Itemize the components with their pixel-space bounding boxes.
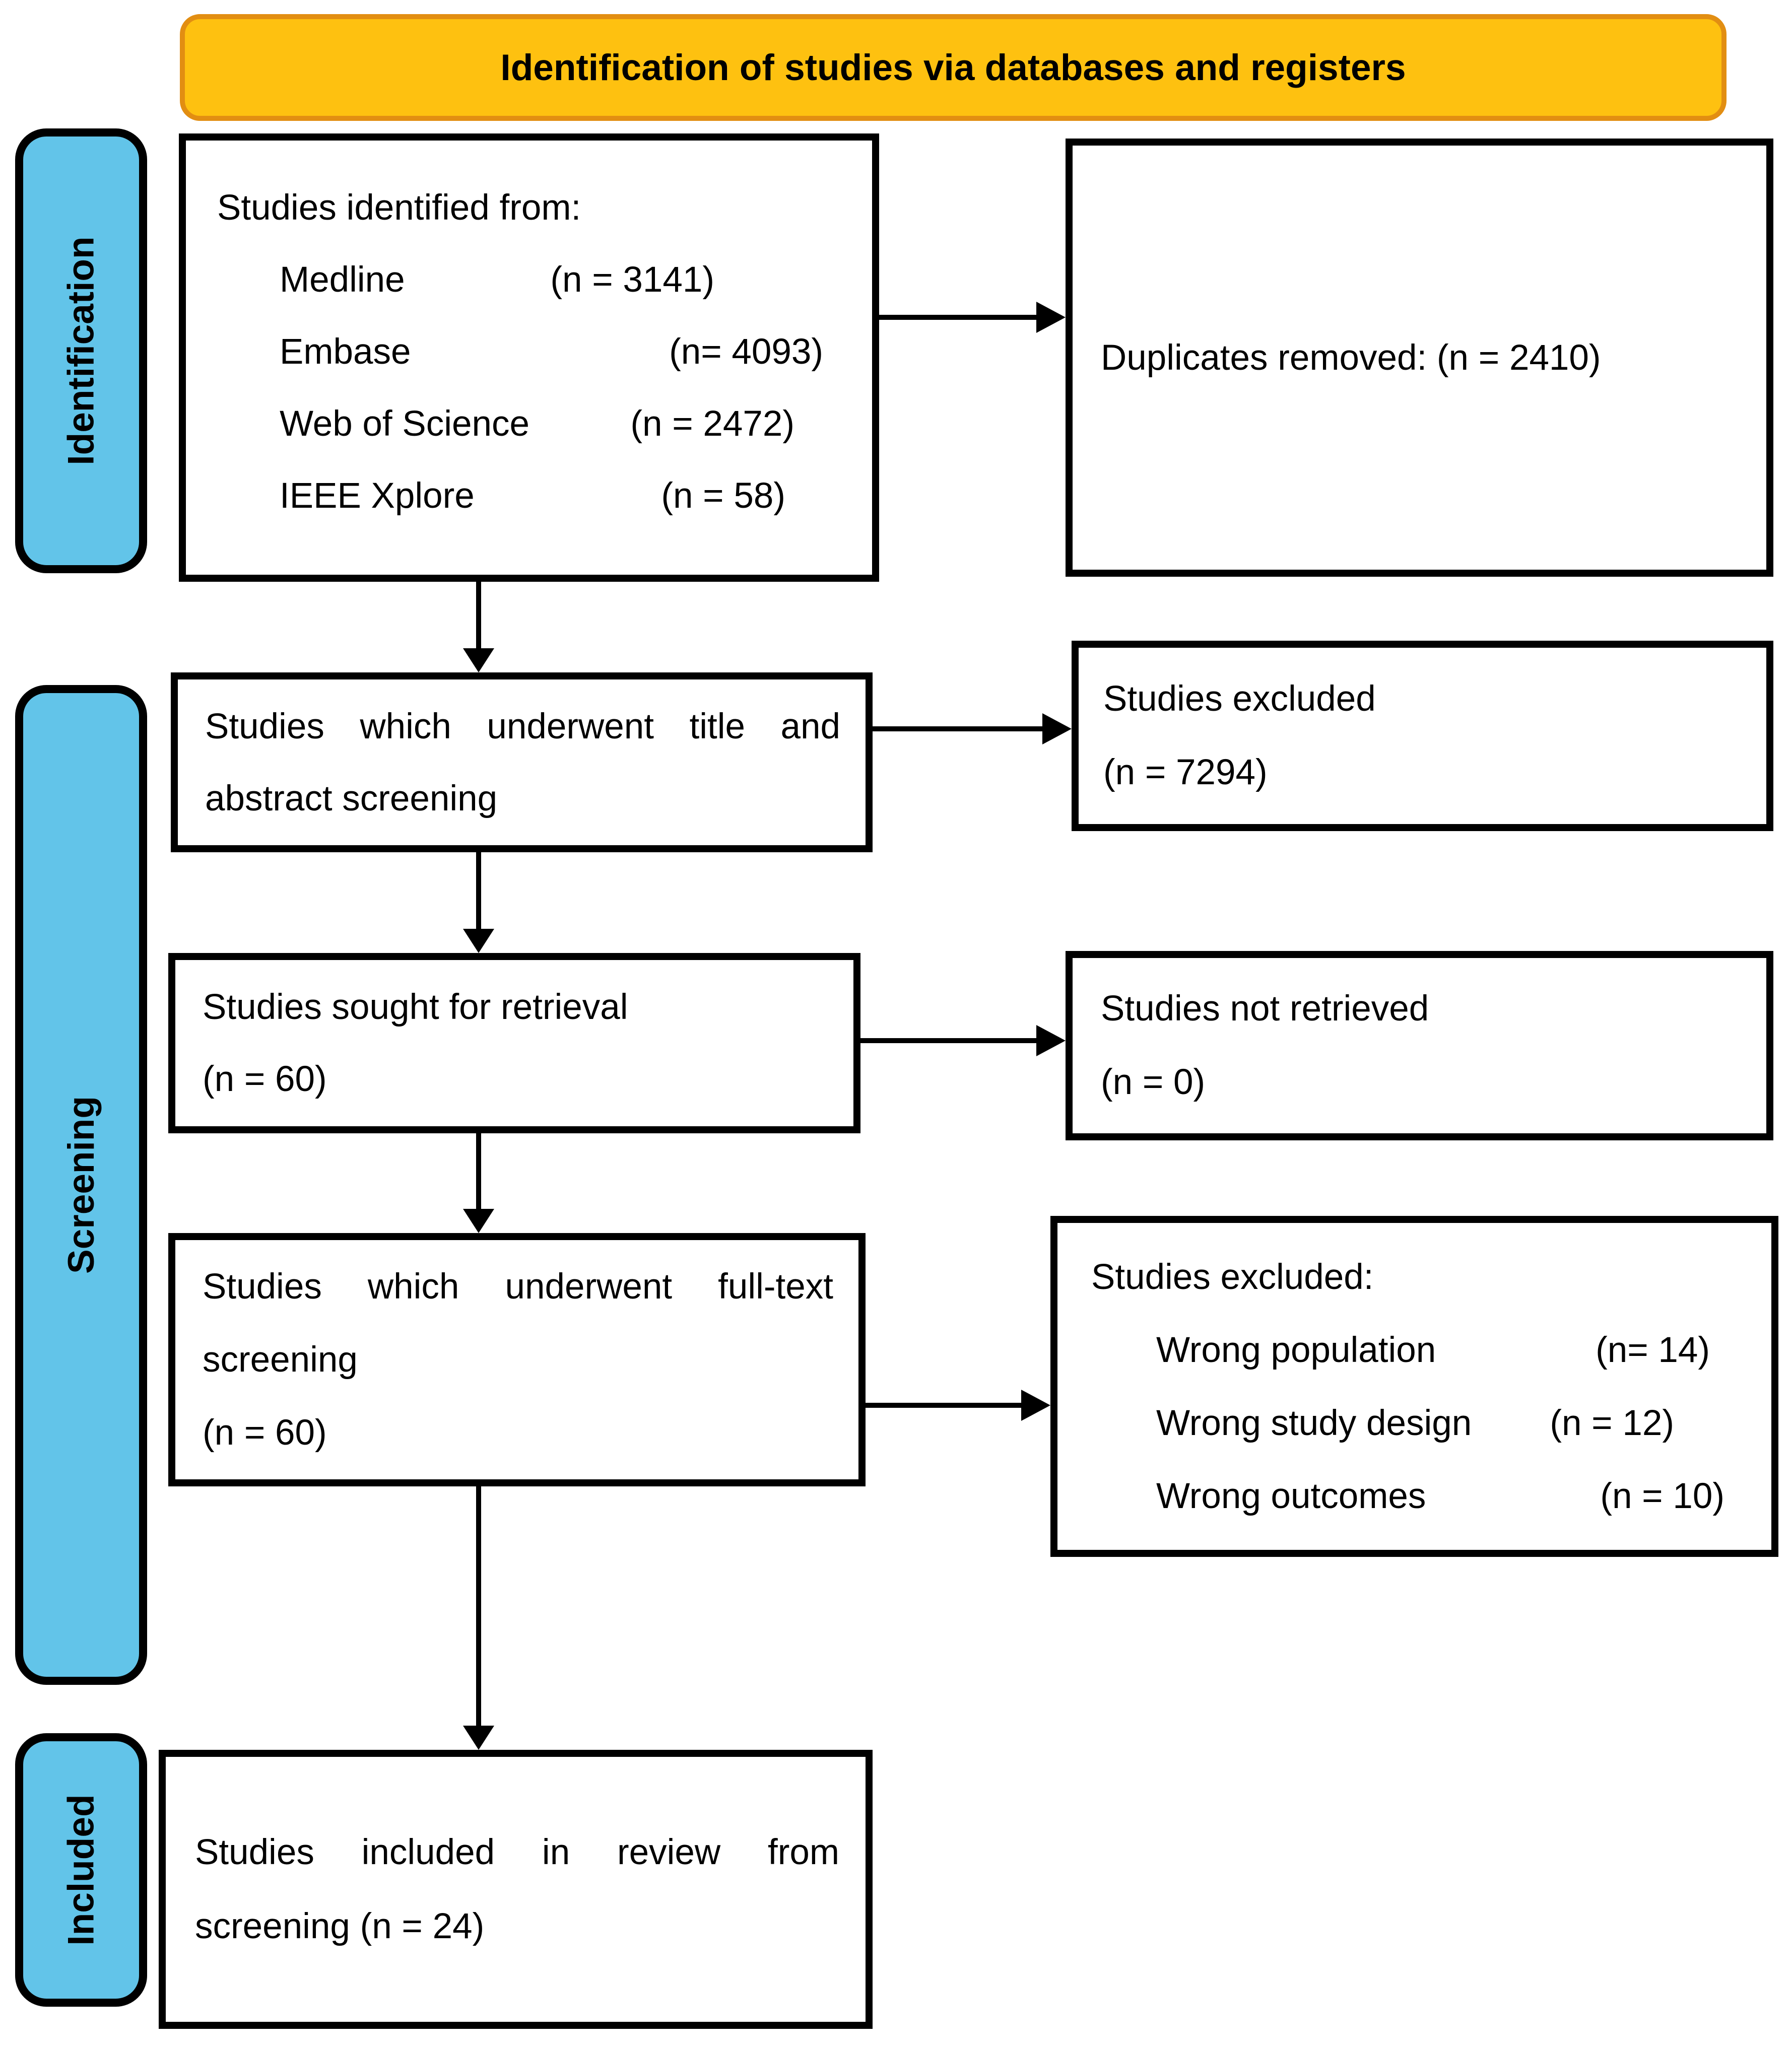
arrow-line-fulltext-to-included	[476, 1486, 481, 1726]
title-abstract-line1: Studies which underwent title and	[205, 706, 840, 746]
source-row-embase: Embase (n= 4093)	[280, 316, 823, 388]
arrow-down-icon	[463, 1209, 494, 1233]
sought-line1: Studies sought for retrieval	[203, 987, 628, 1027]
reason-row-wrong-population: Wrong population (n= 14)	[1156, 1314, 1710, 1387]
source-row-medline: Medline (n = 3141)	[280, 244, 714, 316]
arrow-line-identified-to-duplicates	[879, 315, 1036, 320]
stage-screening: Screening	[15, 685, 147, 1685]
source-name: Medline	[280, 260, 405, 300]
arrow-right-icon	[1036, 302, 1066, 333]
studies-excluded-fulltext-box: Studies excluded: Wrong population (n= 1…	[1050, 1216, 1778, 1557]
arrow-line-title-abstract-to-excluded	[873, 726, 1042, 731]
arrow-line-sought-to-fulltext	[476, 1133, 481, 1209]
fulltext-screening-box: Studies which underwent full-text screen…	[168, 1233, 866, 1486]
studies-not-retrieved-box: Studies not retrieved (n = 0)	[1066, 951, 1773, 1140]
source-row-web-of-science: Web of Science (n = 2472)	[280, 388, 794, 460]
source-count: (n= 4093)	[669, 332, 823, 372]
duplicates-removed-box: Duplicates removed: (n = 2410)	[1066, 139, 1773, 577]
stage-identification-label: Identification	[60, 236, 102, 465]
source-count: (n = 3141)	[550, 260, 714, 300]
reason-name: Wrong study design	[1156, 1403, 1472, 1443]
banner-title: Identification of studies via databases …	[500, 47, 1406, 88]
reason-name: Wrong outcomes	[1156, 1476, 1426, 1516]
stage-identification: Identification	[15, 128, 147, 573]
excluded-fulltext-title: Studies excluded:	[1091, 1257, 1374, 1297]
arrow-right-icon	[1036, 1025, 1066, 1056]
reason-count: (n = 10)	[1600, 1476, 1724, 1516]
excluded-screening-line1: Studies excluded	[1103, 679, 1376, 719]
stage-included-label: Included	[60, 1794, 102, 1946]
arrow-line-title-abstract-to-sought	[476, 852, 481, 929]
banner: Identification of studies via databases …	[180, 14, 1727, 121]
studies-excluded-screening-box: Studies excluded (n = 7294)	[1072, 641, 1773, 831]
studies-identified-box: Studies identified from: Medline (n = 31…	[179, 133, 879, 582]
source-name: Embase	[280, 332, 411, 372]
reason-count: (n= 14)	[1596, 1330, 1710, 1370]
reason-row-wrong-study-design: Wrong study design (n = 12)	[1156, 1387, 1674, 1460]
source-row-ieee-xplore: IEEE Xplore (n = 58)	[280, 460, 785, 532]
title-abstract-screening-box: Studies which underwent title and abstra…	[171, 672, 873, 852]
arrow-line-sought-to-not-retrieved	[860, 1038, 1036, 1043]
title-abstract-line2: abstract screening	[205, 778, 498, 818]
arrow-down-icon	[463, 929, 494, 953]
studies-identified-title: Studies identified from:	[217, 188, 581, 228]
duplicates-removed-text: Duplicates removed: (n = 2410)	[1101, 337, 1601, 378]
not-retrieved-line1: Studies not retrieved	[1101, 989, 1429, 1029]
arrow-right-icon	[1021, 1390, 1050, 1421]
arrow-down-icon	[463, 1726, 494, 1750]
sought-for-retrieval-box: Studies sought for retrieval (n = 60)	[168, 953, 860, 1133]
fulltext-line2: screening	[203, 1340, 358, 1380]
source-name: IEEE Xplore	[280, 476, 475, 516]
fulltext-line1: Studies which underwent full-text	[203, 1267, 833, 1307]
reason-count: (n = 12)	[1550, 1403, 1674, 1443]
stage-included: Included	[15, 1733, 147, 2007]
reason-row-wrong-outcomes: Wrong outcomes (n = 10)	[1156, 1460, 1724, 1533]
excluded-screening-count: (n = 7294)	[1103, 753, 1268, 792]
arrow-line-identified-to-title-abstract	[476, 582, 481, 648]
included-line1: Studies included in review from	[195, 1832, 839, 1872]
fulltext-count: (n = 60)	[203, 1413, 327, 1453]
arrow-down-icon	[463, 648, 494, 672]
not-retrieved-count: (n = 0)	[1101, 1062, 1206, 1102]
reason-name: Wrong population	[1156, 1330, 1436, 1370]
stage-screening-label: Screening	[60, 1096, 102, 1274]
source-name: Web of Science	[280, 404, 529, 444]
sought-count: (n = 60)	[203, 1059, 327, 1099]
included-in-review-box: Studies included in review from screenin…	[159, 1750, 873, 2029]
arrow-line-fulltext-to-excluded	[866, 1403, 1021, 1408]
source-count: (n = 58)	[661, 476, 785, 516]
source-count: (n = 2472)	[630, 404, 794, 444]
included-line2: screening (n = 24)	[195, 1906, 485, 1946]
arrow-right-icon	[1042, 713, 1072, 744]
